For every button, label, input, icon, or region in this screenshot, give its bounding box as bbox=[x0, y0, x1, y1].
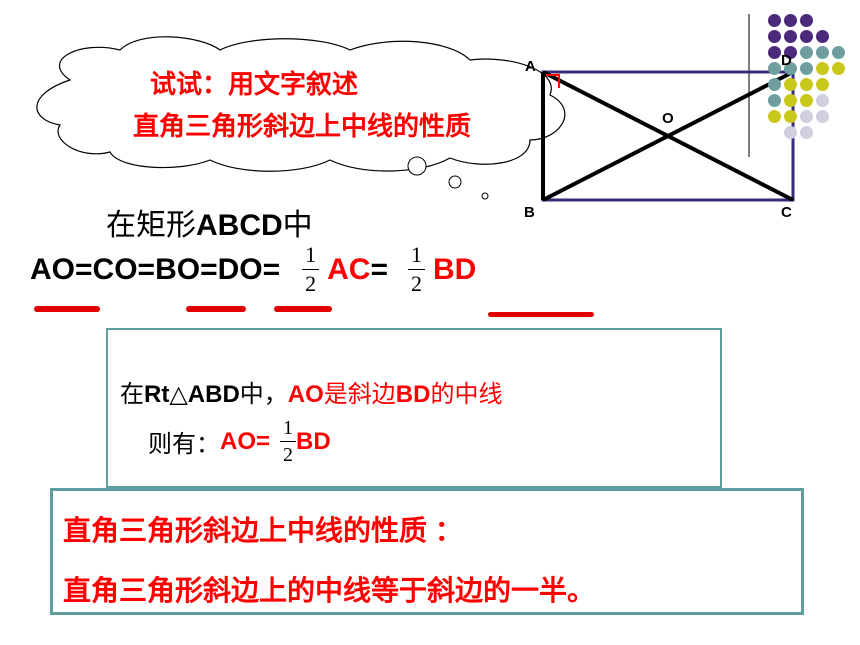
info-line-1: 在Rt△ABD中，AO是斜边BD的中线 bbox=[120, 381, 503, 408]
underline-half-bd bbox=[488, 312, 594, 317]
eq-co: CO bbox=[92, 252, 138, 286]
eq-sign-2: = bbox=[137, 252, 156, 286]
eq-ao: AO bbox=[30, 252, 75, 286]
equality-statement: AO = CO = BO = DO = 1 2 AC = 1 2 BD bbox=[30, 244, 476, 295]
eq-sign-4: = bbox=[262, 252, 281, 286]
fraction-half-2: 1 2 bbox=[408, 244, 425, 295]
vertex-label-b: B bbox=[524, 204, 535, 221]
eq-sign-3: = bbox=[200, 252, 218, 286]
rectangle-statement: 在矩形ABCD中 bbox=[106, 200, 313, 244]
underline-bo bbox=[186, 306, 246, 312]
eq-bo: BO bbox=[155, 252, 201, 286]
rect-suffix: 中 bbox=[282, 209, 313, 242]
fraction-half-1: 1 2 bbox=[302, 244, 320, 295]
eq-bd: BD bbox=[433, 252, 477, 286]
fraction-half-3: 1 2 bbox=[280, 418, 297, 465]
underline-do bbox=[274, 306, 332, 312]
vertex-label-o: O bbox=[662, 110, 674, 127]
eq-sign-1: = bbox=[75, 252, 93, 286]
property-box: 直角三角形斜边上中线的性质 ： 直角三角形斜边上的中线等于斜边的一半。 bbox=[50, 488, 804, 615]
property-title: 直角三角形斜边上中线的性质 ： bbox=[63, 515, 463, 546]
callout-line-1: 试试：用文字叙述 bbox=[150, 69, 359, 99]
thought-cloud bbox=[36, 36, 566, 200]
eq-do: DO bbox=[217, 252, 263, 286]
callout-line-2: 直角三角形斜边上中线的性质 bbox=[133, 111, 472, 141]
median-explanation-box: 在Rt△ABD中，AO是斜边BD的中线 则有： AO= 1 2 BD bbox=[106, 328, 722, 488]
info-line-2: 则有： AO= 1 2 BD bbox=[148, 417, 331, 466]
rect-prefix: 在矩形 bbox=[106, 209, 196, 242]
underline-ao bbox=[34, 306, 100, 312]
property-body: 直角三角形斜边上的中线等于斜边的一半。 bbox=[63, 575, 596, 606]
eq-sign-5: = bbox=[370, 252, 388, 286]
vertex-label-a: A bbox=[525, 58, 536, 75]
rect-name: ABCD bbox=[196, 209, 283, 242]
vertex-label-c: C bbox=[781, 204, 792, 221]
vertex-label-d: D bbox=[781, 52, 792, 69]
eq-ac: AC bbox=[327, 252, 371, 286]
